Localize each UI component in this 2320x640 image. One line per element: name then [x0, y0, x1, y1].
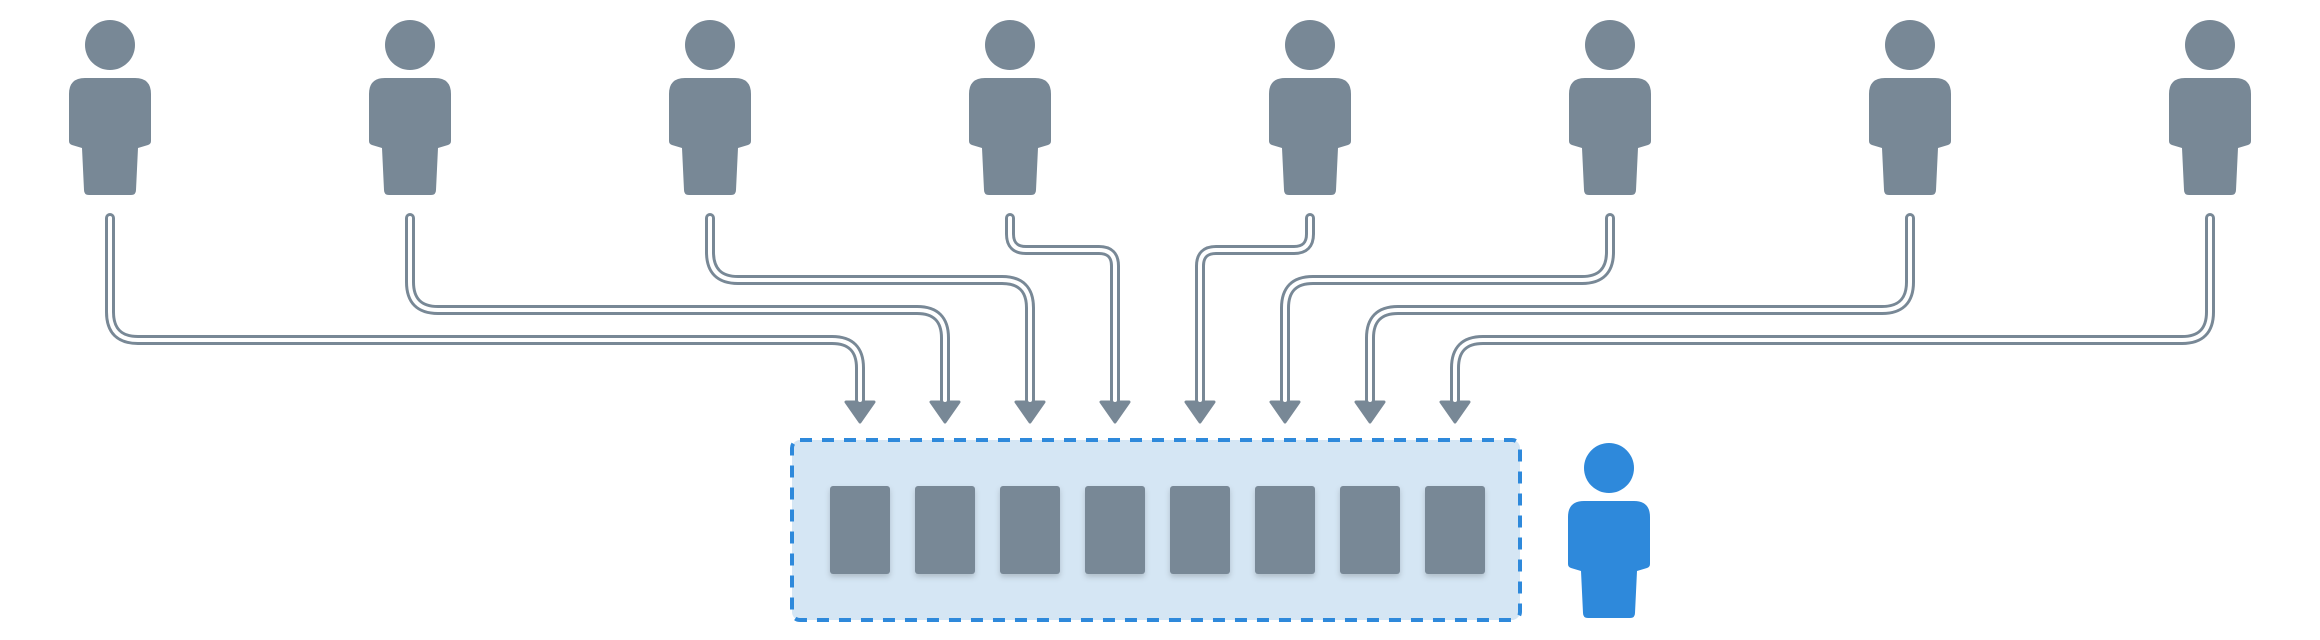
- buffer-slot: [1085, 486, 1145, 574]
- connector-inner: [708, 216, 1032, 402]
- connector-inner: [1368, 216, 1912, 402]
- connector-inner: [408, 216, 947, 402]
- arrowhead: [1439, 400, 1471, 424]
- buffer-slot: [830, 486, 890, 574]
- connector-inner: [1283, 216, 1612, 402]
- arrowhead: [1184, 400, 1216, 424]
- sender-person-icon: [69, 20, 151, 195]
- arrowhead: [1014, 400, 1046, 424]
- connector-line: [1195, 213, 1315, 405]
- receiver-person-icon: [1568, 443, 1650, 618]
- arrowhead: [844, 400, 876, 424]
- buffer-slot: [1170, 486, 1230, 574]
- sender-person-icon: [1869, 20, 1951, 195]
- connector-group: [105, 213, 2215, 424]
- arrowhead: [1099, 400, 1131, 424]
- buffer-slots: [830, 486, 1485, 574]
- connector-inner: [1198, 216, 1312, 402]
- buffer-slot: [1000, 486, 1060, 574]
- connector-inner: [108, 216, 862, 402]
- sender-person-icon: [369, 20, 451, 195]
- sender-person-icon: [669, 20, 751, 195]
- sender-person-icon: [969, 20, 1051, 195]
- arrowhead: [1354, 400, 1386, 424]
- sender-group: [69, 20, 2251, 195]
- connector-inner: [1008, 216, 1117, 402]
- buffer-slot: [1340, 486, 1400, 574]
- sender-person-icon: [1569, 20, 1651, 195]
- sender-person-icon: [2169, 20, 2251, 195]
- connector-inner: [1453, 216, 2212, 402]
- buffer-slot: [1425, 486, 1485, 574]
- buffer-slot: [915, 486, 975, 574]
- sender-person-icon: [1269, 20, 1351, 195]
- arrowhead: [1269, 400, 1301, 424]
- arrowhead: [929, 400, 961, 424]
- buffer-slot: [1255, 486, 1315, 574]
- buffer-container: [790, 438, 1522, 622]
